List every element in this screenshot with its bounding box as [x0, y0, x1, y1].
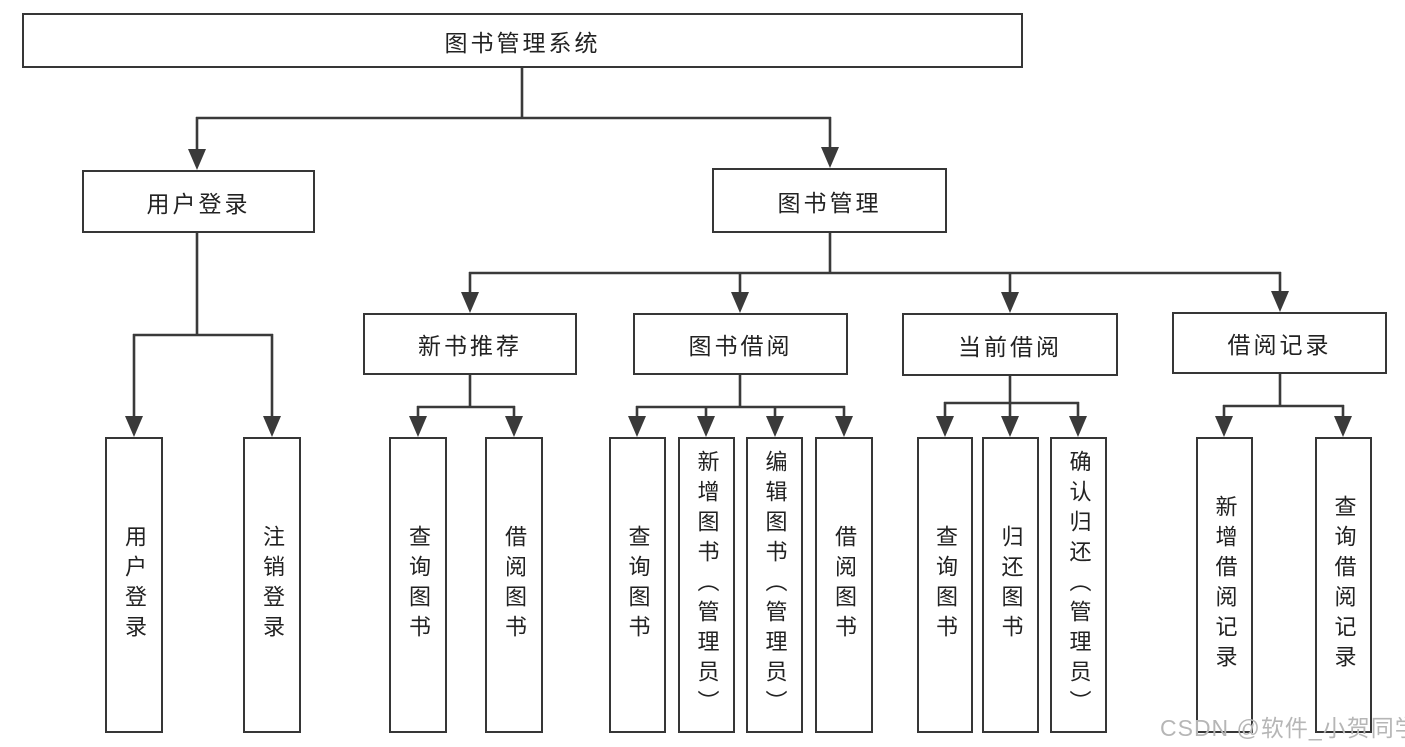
- leaf-query-books-borrow: 查询图书: [609, 437, 666, 733]
- connector-new-book-children: [409, 375, 523, 437]
- node-label: 图书管理系统: [444, 29, 601, 56]
- connector-book-borrow-children: [628, 375, 853, 437]
- node-book-management: 图书管理: [712, 168, 947, 233]
- node-label: 新增借阅记录: [1212, 495, 1238, 675]
- node-label: 注销登录: [260, 525, 285, 645]
- node-label: 查询图书: [625, 525, 651, 645]
- node-label: 编辑图书（管理员）: [762, 450, 788, 720]
- node-label: 图书借阅: [688, 333, 793, 359]
- node-label: 新书推荐: [418, 333, 522, 359]
- node-user-login: 用户登录: [82, 170, 315, 233]
- leaf-query-borrow-record: 查询借阅记录: [1315, 437, 1372, 733]
- node-label: 借阅图书: [832, 525, 857, 645]
- leaf-borrow-books-recommend: 借阅图书: [485, 437, 543, 733]
- node-label: 借阅记录: [1227, 332, 1332, 358]
- node-label: 查询图书: [406, 525, 431, 645]
- leaf-add-borrow-record: 新增借阅记录: [1196, 437, 1253, 733]
- leaf-return-book: 归还图书: [982, 437, 1039, 733]
- connector-current-borrow-children: [936, 376, 1087, 437]
- connector-user-login-children: [125, 233, 281, 437]
- connector-borrow-records-children: [1215, 374, 1352, 437]
- node-borrow-records: 借阅记录: [1172, 312, 1387, 374]
- leaf-query-books-recommend: 查询图书: [389, 437, 447, 733]
- node-label: 用户登录: [146, 190, 251, 217]
- node-label: 新增图书（管理员）: [694, 450, 720, 720]
- node-label: 确认归还（管理员）: [1066, 450, 1092, 720]
- node-label: 当前借阅: [958, 333, 1062, 360]
- node-library-system: 图书管理系统: [22, 13, 1023, 68]
- node-book-borrow: 图书借阅: [633, 313, 848, 375]
- node-label: 查询借阅记录: [1331, 495, 1357, 675]
- leaf-query-books-current: 查询图书: [917, 437, 973, 733]
- node-label: 图书管理: [777, 189, 882, 216]
- leaf-borrow-book: 借阅图书: [815, 437, 873, 733]
- leaf-add-book-admin: 新增图书（管理员）: [678, 437, 735, 733]
- node-label: 借阅图书: [502, 525, 527, 645]
- leaf-confirm-return-admin: 确认归还（管理员）: [1050, 437, 1107, 733]
- node-label: 查询图书: [933, 525, 958, 645]
- leaf-logout: 注销登录: [243, 437, 301, 733]
- leaf-user-login: 用户登录: [105, 437, 163, 733]
- node-current-borrow: 当前借阅: [902, 313, 1118, 376]
- leaf-edit-book-admin: 编辑图书（管理员）: [746, 437, 803, 733]
- watermark: CSDN @软件_小贺同学: [1160, 715, 1405, 741]
- connector-book-management-children: [461, 233, 1289, 313]
- node-label: 归还图书: [998, 525, 1024, 645]
- node-new-book-recommend: 新书推荐: [363, 313, 577, 375]
- node-label: 用户登录: [122, 525, 147, 645]
- connector-root-to-level2: [188, 68, 839, 170]
